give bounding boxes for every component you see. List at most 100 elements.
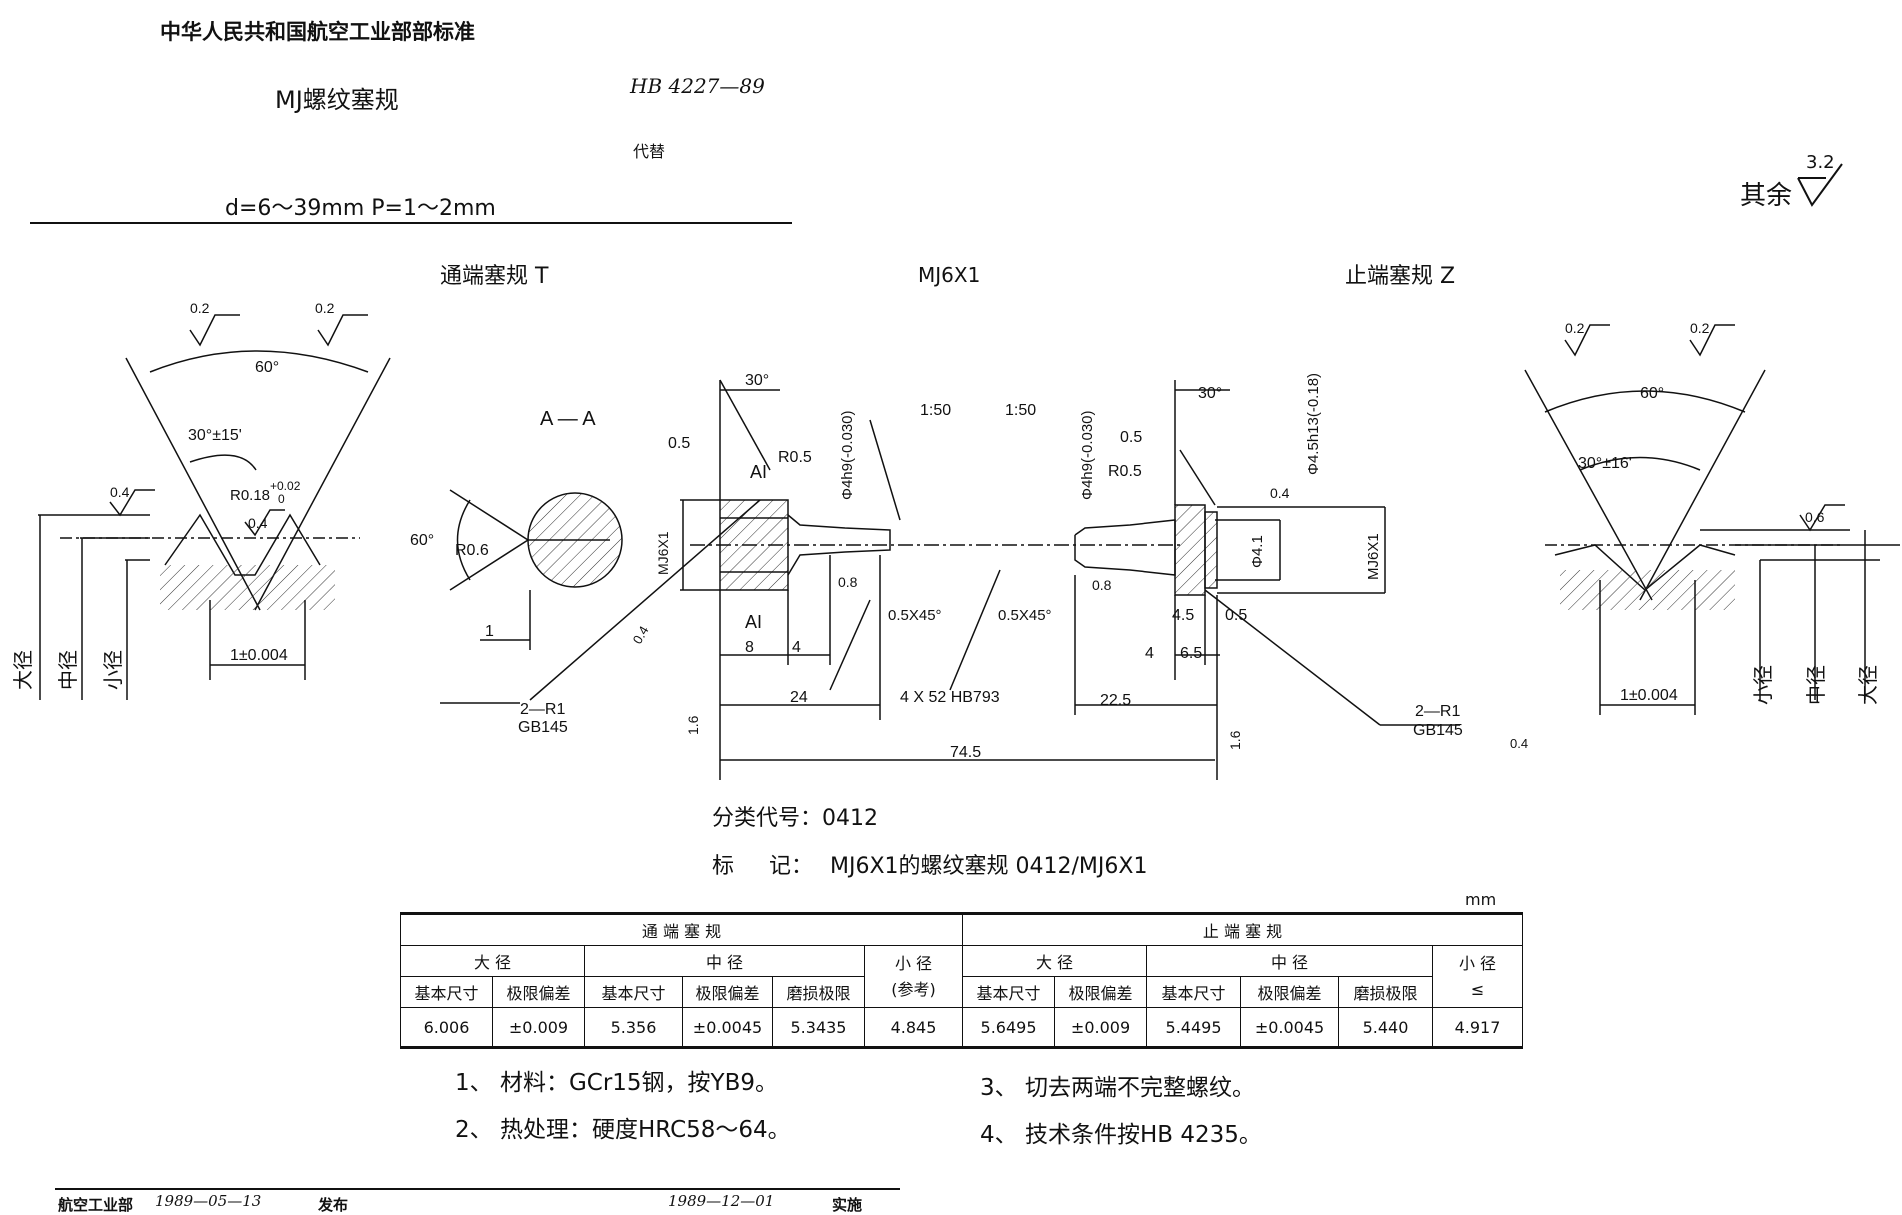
section-a-a <box>449 489 623 650</box>
nogo-header: 止 端 塞 规 <box>962 912 1524 946</box>
dim-nogo-16: 1.6 <box>1227 730 1243 750</box>
dim-nogo-05b: 0.5 <box>1225 607 1247 624</box>
impl-date: 1989—12—01 <box>668 1192 775 1210</box>
dim-go-r018: R0.18 <box>230 487 270 504</box>
dim-go-pitch: 1±0.004 <box>230 647 288 664</box>
dim-nogo-05: 0.5 <box>1120 429 1142 446</box>
cell: 5.3435 <box>772 1007 865 1049</box>
nogo-thread-profile <box>1524 324 1900 715</box>
dim-nogo-45: 4.5 <box>1172 607 1194 624</box>
note-4: 4、 技术条件按HB 4235。 <box>980 1122 1262 1148</box>
dim-nogo-minor: 小径 <box>1752 665 1775 705</box>
dim-go-08: 0.8 <box>838 574 858 590</box>
dim-nogo-half-angle: 30°±16' <box>1578 455 1632 472</box>
dim-go-8: 8 <box>745 639 754 656</box>
surface-rest-value: 3.2 <box>1806 152 1835 173</box>
col-wear: 磨损极限 <box>1338 976 1434 1008</box>
dim-overall: 74.5 <box>950 744 981 761</box>
nogo-gauge-body <box>1074 380 1460 780</box>
cell: ±0.0045 <box>682 1007 773 1049</box>
doc-title: MJ螺纹塞规 <box>275 86 399 114</box>
section-label: A — A <box>540 408 596 430</box>
dim-go-04b: 0.4 <box>248 515 268 531</box>
standard-number: HB 4227—89 <box>630 74 765 98</box>
dim-nogo-30: 30° <box>1198 385 1222 402</box>
dim-go-mj: MJ6X1 <box>655 531 671 575</box>
org-title: 中华人民共和国航空工业部部标准 <box>160 20 475 44</box>
note-3: 3、 切去两端不完整螺纹。 <box>980 1075 1255 1101</box>
marking-label: 标 记： <box>712 854 813 879</box>
go-minor-ref: (参考) <box>891 979 936 999</box>
dim-go-tol-plus: +0.02 <box>270 479 301 493</box>
dim-nogo-4: 4 <box>1145 645 1154 662</box>
dim-nogo-taper: 1:50 <box>1005 402 1036 419</box>
note-2: 2、 热处理：硬度HRC58～64。 <box>455 1117 791 1143</box>
surface-roughness-icon <box>1797 163 1843 207</box>
col-limit: 极限偏差 <box>682 976 773 1008</box>
dim-go-30: 30° <box>745 372 769 389</box>
col-basic: 基本尺寸 <box>1146 976 1242 1008</box>
technical-drawing: 60° 0.2 0.2 30°±15' R0.18 +0.02 0 0.4 0.… <box>12 300 1900 780</box>
dim-nogo-r05: R0.5 <box>1108 463 1142 480</box>
cell: 4.917 <box>1432 1007 1524 1049</box>
dim-go-phi4h9: Φ4h9(-0.030) <box>839 410 856 500</box>
dim-nogo-225: 22.5 <box>1100 692 1131 709</box>
nogo-minor-header: 小 径 ≤ <box>1432 945 1524 1008</box>
dim-go-r05: R0.5 <box>778 449 812 466</box>
size-label: MJ6X1 <box>918 263 981 287</box>
dim-nogo-65: 6.5 <box>1180 645 1202 662</box>
dim-go-05: 0.5 <box>668 435 690 452</box>
table-row: 大 径 中 径 小 径 (参考) 大 径 中 径 小 径 ≤ <box>400 945 1524 1008</box>
col-basic: 基本尺寸 <box>584 976 683 1008</box>
nogo-minor-sym: ≤ <box>1470 979 1485 999</box>
go-thread-profile <box>38 314 391 700</box>
dim-go-al-top: AI <box>750 462 767 482</box>
dim-go-60: 60° <box>255 359 279 376</box>
dim-go-half-angle: 30°±15' <box>188 427 242 444</box>
dim-nogo-pitch-dia: 中径 <box>1805 665 1828 705</box>
header-rule <box>30 222 792 224</box>
dim-sec-r06: R0.6 <box>455 542 489 559</box>
go-gauge-label: 通端塞规 T <box>440 264 549 289</box>
marking-value: MJ6X1的螺纹塞规 0412/MJ6X1 <box>830 854 1148 879</box>
dim-nogo-08: 0.8 <box>1092 577 1112 593</box>
dim-nogo-60: 60° <box>1640 385 1664 402</box>
go-gauge-body <box>440 379 1215 780</box>
cell: 6.006 <box>400 1007 493 1049</box>
dim-go-24: 24 <box>790 689 808 706</box>
dim-pin: 4 X 52 HB793 <box>900 689 1000 706</box>
issued-label: 发布 <box>318 1196 349 1214</box>
dim-nogo-major: 大径 <box>1857 665 1880 705</box>
cell: ±0.009 <box>492 1007 585 1049</box>
spec-table: 通 端 塞 规 止 端 塞 规 大 径 中 径 小 径 (参考) 大 径 中 径… <box>399 912 1524 1049</box>
classification-code: 分类代号：0412 <box>712 806 878 831</box>
nogo-pitch-header: 中 径 <box>1146 945 1434 977</box>
surface-rest-label: 其余 <box>1740 181 1793 211</box>
dim-nogo-02-right: 0.2 <box>1690 320 1710 336</box>
col-basic: 基本尺寸 <box>400 976 493 1008</box>
col-limit: 极限偏差 <box>1240 976 1340 1008</box>
dim-go-r1: 2—R1 <box>520 701 565 718</box>
issuer: 航空工业部 <box>58 1196 134 1214</box>
dim-go-02-left: 0.2 <box>190 300 210 316</box>
dim-go-4: 4 <box>792 639 801 656</box>
issue-date: 1989—05—13 <box>155 1192 262 1210</box>
replaces-label: 代替 <box>633 142 666 161</box>
go-header: 通 端 塞 规 <box>399 912 964 946</box>
cell: 5.6495 <box>962 1007 1056 1049</box>
dim-nogo-chamfer: 0.5X45° <box>998 607 1052 624</box>
dim-nogo-phi41: Φ4.1 <box>1249 535 1266 568</box>
table-row: 6.006 ±0.009 5.356 ±0.0045 5.3435 4.845 … <box>400 1007 1524 1049</box>
go-pitch-header: 中 径 <box>584 945 865 977</box>
note-1: 1、 材料：GCr15钢，按YB9。 <box>455 1070 779 1096</box>
dim-nogo-06: 0.6 <box>1805 509 1825 525</box>
col-limit: 极限偏差 <box>492 976 585 1008</box>
dim-nogo-04: 0.4 <box>1270 485 1290 501</box>
table-unit: mm <box>1465 890 1497 909</box>
dim-go-pitch-dia: 中径 <box>57 650 80 690</box>
dim-nogo-02-left: 0.2 <box>1565 320 1585 336</box>
dim-nogo-04b: 0.4 <box>1510 736 1528 751</box>
dim-go-taper: 1:50 <box>920 402 951 419</box>
cell: 5.4495 <box>1146 1007 1242 1049</box>
nogo-major-header: 大 径 <box>962 945 1148 977</box>
